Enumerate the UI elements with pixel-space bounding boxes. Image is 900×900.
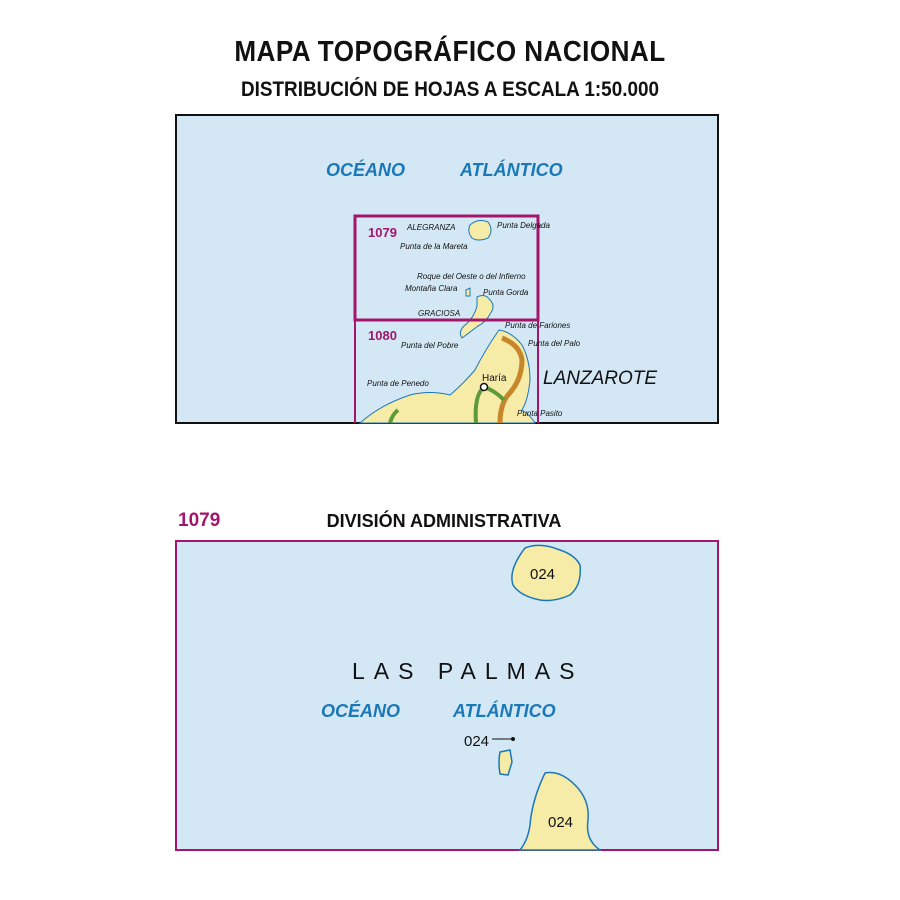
island-label: GRACIOSA <box>418 309 460 318</box>
sheet-1080-outline[interactable] <box>354 320 539 423</box>
sheet-label: 1079 <box>368 225 397 240</box>
alegranza-island <box>511 544 582 602</box>
montana-clara-island <box>465 287 471 297</box>
montana-clara-island <box>498 749 513 776</box>
graciosa-island <box>518 771 603 851</box>
haria-marker <box>479 382 489 392</box>
overview-map: OCÉANO ATLÁNTICO 1079 1080 ALEGRANZA GRA… <box>175 114 719 424</box>
island-label: LANZAROTE <box>543 368 657 389</box>
graciosa-island <box>459 295 494 339</box>
ocean-label: ATLÁNTICO <box>459 159 563 180</box>
town-label: Haría <box>482 373 507 384</box>
municipality-code: 024 <box>464 733 489 750</box>
detail-sheet-number: 1079 <box>178 510 220 531</box>
place-label: Punta del Palo <box>528 339 581 348</box>
sheet-label: 1080 <box>368 328 397 343</box>
island-label: ALEGRANZA <box>406 223 455 232</box>
place-label: Punta Gorda <box>483 288 529 297</box>
map-title: MAPA TOPOGRÁFICO NACIONAL <box>234 36 666 68</box>
map-subtitle: DISTRIBUCIÓN DE HOJAS A ESCALA 1:50.000 <box>241 78 659 101</box>
road-orange <box>497 335 525 424</box>
lanzarote-island <box>358 329 536 424</box>
place-label: Punta de la Mareta <box>400 242 468 251</box>
detail-title: DIVISIÓN ADMINISTRATIVA <box>327 510 562 531</box>
place-label: Roque del Oeste o del Infierno <box>417 272 526 281</box>
municipality-code: 024 <box>548 814 573 831</box>
municipality-code: 024 <box>530 566 555 583</box>
ocean-label: OCÉANO <box>326 159 405 180</box>
ocean-label: ATLÁNTICO <box>452 700 556 721</box>
sheet-1079-outline[interactable] <box>353 214 540 322</box>
place-label: Punta del Pobre <box>401 341 459 350</box>
detail-frame <box>175 540 719 851</box>
place-label: Punta Pasito <box>517 409 563 418</box>
alegranza-island <box>468 220 492 241</box>
overview-frame <box>175 114 719 424</box>
province-label: LAS PALMAS <box>352 658 583 684</box>
leader-dot <box>511 737 515 741</box>
ocean-label: OCÉANO <box>321 700 400 721</box>
detail-map: 1079 DIVISIÓN ADMINISTRATIVA LAS PALMAS … <box>175 510 719 851</box>
place-label: Montaña Clara <box>405 284 458 293</box>
place-label: Punta de Penedo <box>367 379 429 388</box>
place-label: Punta de Fariones <box>505 321 570 330</box>
place-label: Punta Delgada <box>497 221 550 230</box>
